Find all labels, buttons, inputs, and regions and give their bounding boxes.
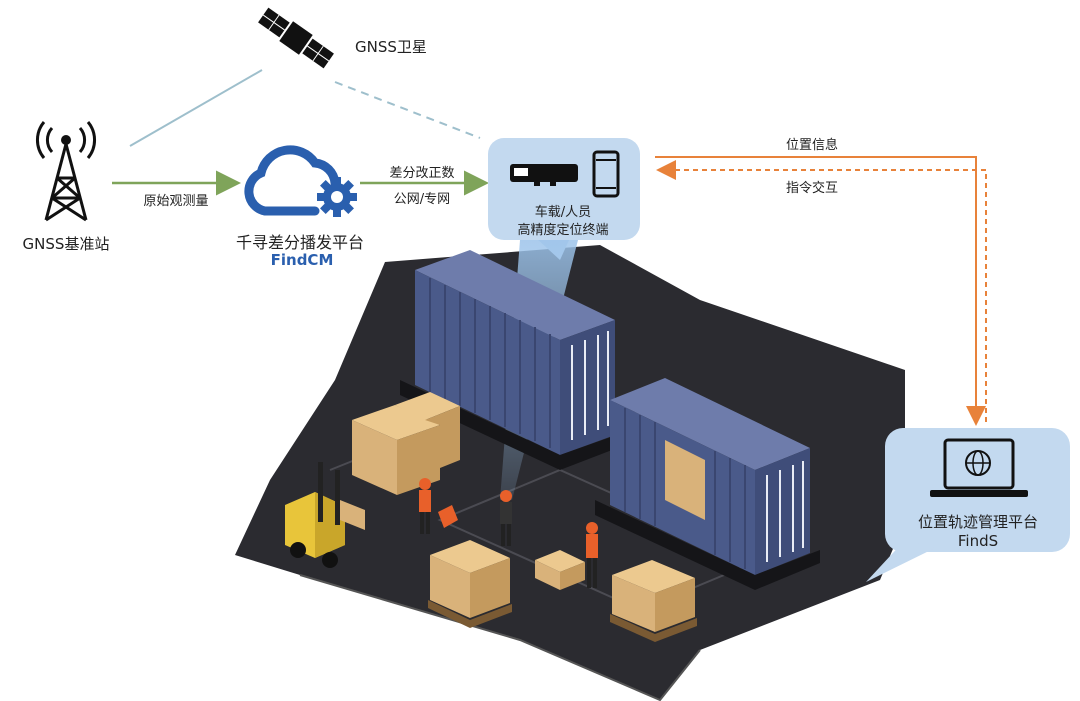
correction-label-2: 公网/专网 (393, 192, 451, 207)
cloud-label: 千寻差分播发平台 (235, 233, 365, 252)
position-info-label: 位置信息 (785, 138, 839, 153)
terminal-label-2: 高精度定位终端 (517, 223, 609, 238)
sat-to-terminal-link (334, 81, 481, 139)
command-arrow (656, 160, 987, 422)
position-info-arrow (655, 156, 986, 426)
box-stack-back (352, 392, 460, 495)
receiver-icon (510, 164, 578, 186)
platform-bubble (866, 428, 1070, 582)
yard-ground (235, 245, 905, 700)
box-cart (535, 550, 585, 590)
command-label: 指令交互 (785, 181, 839, 196)
phone-icon (592, 150, 620, 198)
terminal-label-1: 车载/人员 (534, 205, 592, 220)
cloud-gear-icon (244, 145, 357, 217)
correction-label-1: 差分改正数 (389, 166, 455, 181)
tower-icon (36, 121, 96, 222)
sat-to-station-link (129, 69, 263, 147)
box-stack-front-right (610, 560, 697, 642)
container-right (595, 378, 820, 590)
platform-sublabel: FindS (957, 532, 999, 550)
satellite-label: GNSS卫星 (355, 38, 427, 56)
raw-obs-label: 原始观测量 (143, 194, 209, 209)
yard-outline (299, 574, 701, 701)
worker-figures (419, 478, 598, 588)
laptop-globe-icon (930, 438, 1028, 497)
cloud-sublabel: FindCM (270, 251, 334, 269)
container-left (400, 250, 625, 470)
forklift-icon (285, 462, 365, 568)
box-stack-front-left (428, 540, 512, 628)
station-label: GNSS基准站 (22, 235, 110, 253)
platform-label: 位置轨迹管理平台 (917, 513, 1039, 531)
satellite-icon (258, 7, 334, 69)
